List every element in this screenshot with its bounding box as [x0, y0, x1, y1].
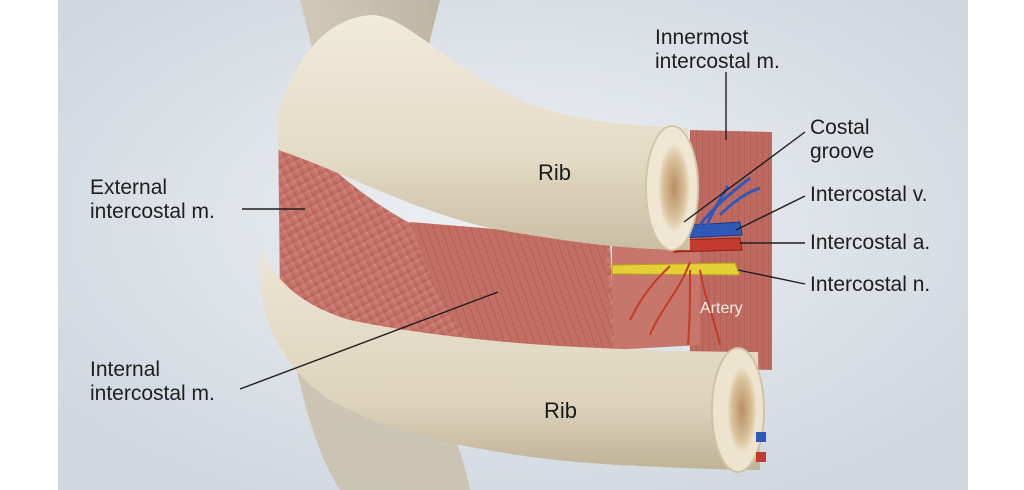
- costal-groove-label: Costal groove: [810, 116, 874, 164]
- costal-groove-label-line1: Costal: [810, 116, 870, 139]
- lower-rib-marrow: [727, 366, 757, 454]
- costal-groove-label-line2: groove: [810, 140, 875, 163]
- upper-rib-label: Rib: [538, 160, 572, 185]
- innermost-label-line1: Innermost: [655, 26, 749, 49]
- lower-rib-label: Rib: [544, 398, 578, 423]
- artery-inline-label: Artery: [700, 300, 743, 317]
- external-label-line2: intercostal m.: [90, 200, 215, 223]
- lower-vein-stub: [756, 432, 766, 442]
- intercostal-artery-label: Intercostal a.: [810, 231, 931, 254]
- upper-rib-shape: [278, 15, 690, 250]
- vein-branches: [698, 176, 761, 231]
- intercostal-vein-label: Intercostal v.: [810, 183, 928, 206]
- nerve-shape: [611, 262, 741, 276]
- external-intercostal-label: External intercostal m.: [90, 176, 215, 224]
- upper-rib-marrow: [658, 144, 690, 232]
- innermost-label-line2: intercostal m.: [655, 50, 780, 73]
- inner-muscle-section: [612, 236, 700, 350]
- innermost-label: Innermost intercostal m.: [655, 26, 780, 74]
- internal-label-line1: Internal: [90, 358, 161, 381]
- external-label-line1: External: [90, 176, 168, 199]
- pointer-lines: [239, 72, 806, 390]
- lower-artery-stub: [756, 452, 766, 462]
- lower-rib-shape: [260, 250, 760, 470]
- internal-muscle-shape: [410, 222, 612, 354]
- intercostal-nerve-label: Intercostal n.: [810, 273, 931, 296]
- artery-branches: [629, 261, 721, 346]
- internal-intercostal-label: Internal intercostal m.: [90, 358, 215, 406]
- internal-label-line2: intercostal m.: [90, 382, 215, 405]
